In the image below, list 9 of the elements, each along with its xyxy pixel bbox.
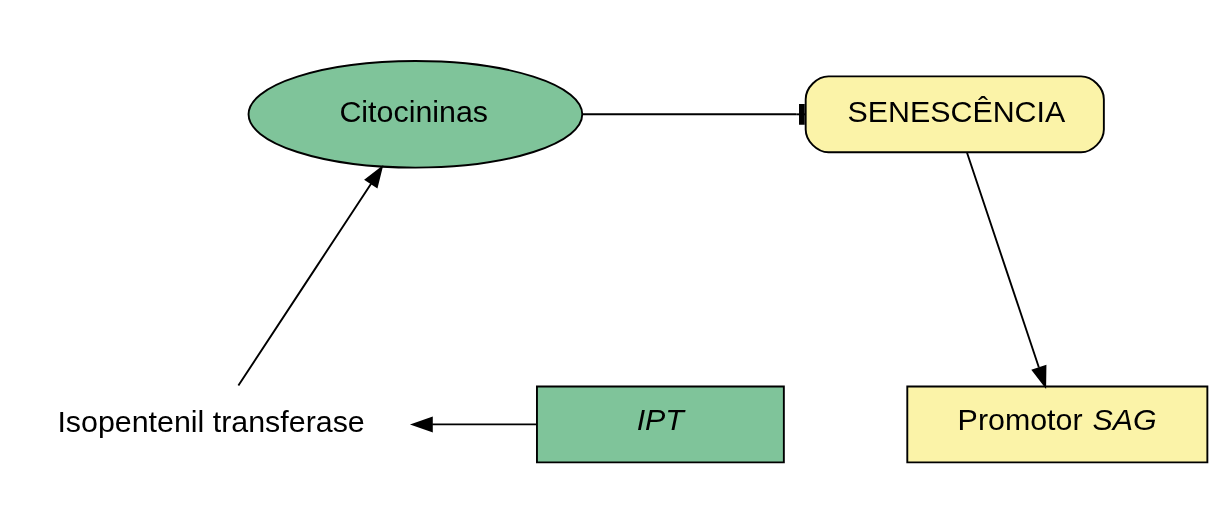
arrow [409, 415, 538, 432]
node-box: SENESCÊNCIA [804, 74, 1105, 153]
arrow [237, 164, 384, 386]
arrow [966, 151, 1047, 389]
connector [581, 103, 807, 125]
node-box: IPT [536, 385, 785, 463]
node-text: Isopentenil transferase [57, 403, 365, 438]
node-ellipse: Citocininas [247, 59, 584, 169]
node-box: Promotor SAG [906, 385, 1209, 463]
